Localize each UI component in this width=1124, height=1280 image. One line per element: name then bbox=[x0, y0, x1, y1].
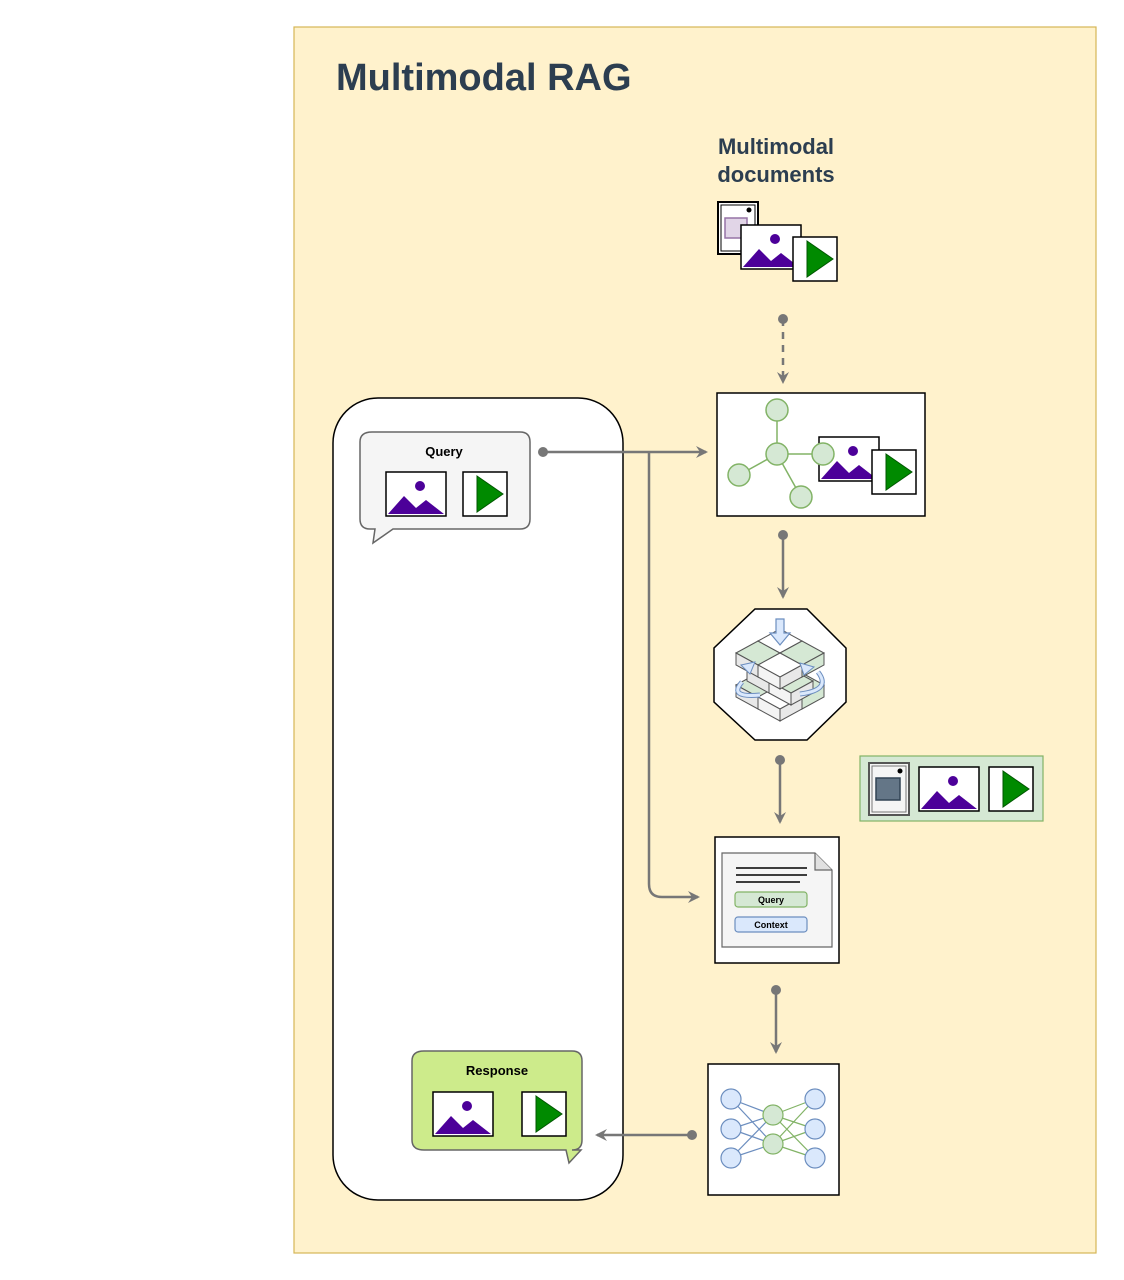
video-play-icon bbox=[988, 766, 1034, 812]
query-to-retriever-arrow bbox=[538, 446, 708, 458]
retrieved-context-group bbox=[859, 755, 1044, 822]
prompt-query-label: Query bbox=[758, 895, 784, 905]
video-play-icon bbox=[792, 236, 838, 282]
image-icon bbox=[918, 766, 980, 812]
neural-network-icon bbox=[720, 1088, 826, 1169]
context-arrow bbox=[774, 755, 786, 824]
documents-label-line2: documents bbox=[717, 162, 834, 187]
video-play-icon bbox=[521, 1091, 567, 1137]
image-icon bbox=[432, 1091, 494, 1137]
prompt-context-tag bbox=[734, 916, 808, 933]
prompt-to-llm-arrow bbox=[770, 985, 782, 1054]
knowledge-graph-icon bbox=[727, 398, 823, 509]
page-title: Multimodal RAG bbox=[336, 57, 632, 99]
video-play-icon bbox=[462, 471, 508, 517]
prompt-context-label: Context bbox=[754, 920, 788, 930]
query-bubble-label: Query bbox=[425, 444, 463, 459]
chat-container bbox=[332, 397, 624, 1201]
image-icon bbox=[740, 224, 802, 270]
multimodal-documents-icon bbox=[717, 201, 838, 282]
document-icon bbox=[868, 762, 910, 816]
video-play-icon bbox=[871, 449, 917, 495]
llm-to-response-arrow bbox=[595, 1129, 697, 1141]
knowledge-graph-box bbox=[716, 392, 926, 517]
query-to-prompt-arrow bbox=[647, 452, 700, 903]
prompt-box: Query Context bbox=[714, 836, 840, 964]
prompt-query-tag bbox=[734, 891, 808, 908]
llm-box bbox=[707, 1063, 840, 1196]
response-bubble-label: Response bbox=[466, 1063, 528, 1078]
documents-label-line1: Multimodal bbox=[718, 134, 834, 159]
image-icon bbox=[385, 471, 447, 517]
query-bubble[interactable]: Query bbox=[359, 431, 531, 545]
document-icon bbox=[717, 201, 759, 255]
retrieval-arrow bbox=[777, 530, 789, 599]
vector-database-icon bbox=[713, 608, 847, 741]
response-bubble[interactable]: Response bbox=[411, 1050, 583, 1165]
ingest-arrow bbox=[777, 314, 789, 384]
